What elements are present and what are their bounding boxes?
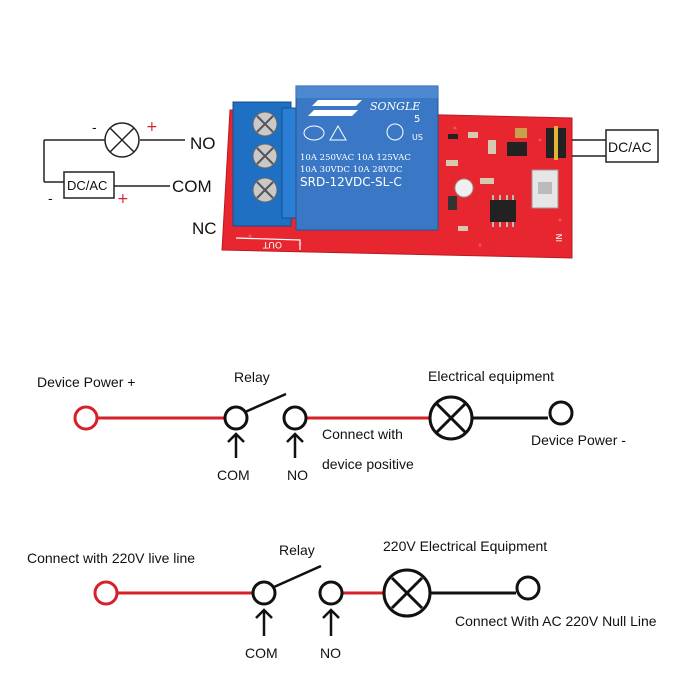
cert-mark: US: [412, 133, 423, 142]
relay-rating-2: 10A 30VDC 10A 28VDC: [300, 165, 403, 175]
top-left-wiring: [43, 139, 185, 187]
silk-in: IN: [555, 234, 564, 242]
songle-logo-icon: [308, 100, 362, 116]
dc-ac-source-left: DC/AC: [63, 171, 115, 199]
label-nc: NC: [192, 219, 217, 238]
source-plus: +: [117, 191, 129, 207]
relay-rating-1: 10A 250VAC 10A 125VAC: [300, 153, 411, 163]
d1-no-arrow-icon: [286, 432, 304, 458]
d1-com-terminal: [223, 405, 249, 431]
lamp-minus: -: [92, 121, 97, 136]
d1-connect-line1: Connect with: [322, 426, 403, 442]
d2-null-terminal: [515, 575, 541, 601]
d1-switch-arm: [244, 392, 287, 414]
d2-com-terminal: [251, 580, 277, 606]
certification-icons: [303, 123, 404, 141]
svg-text:DC/AC: DC/AC: [608, 139, 652, 155]
d1-com-arrow-icon: [227, 432, 245, 458]
relay-model: SRD-12VDC-SL-C: [300, 175, 402, 189]
ic-chip: [490, 195, 516, 227]
relay-brand: SONGLE: [370, 100, 420, 113]
d2-relay-label: Relay: [279, 542, 315, 558]
lamp-icon: [104, 122, 140, 158]
d2-no-label: NO: [320, 645, 341, 661]
d2-no-terminal: [318, 580, 344, 606]
d1-com-label: COM: [217, 467, 250, 483]
d1-power-minus: Device Power -: [531, 432, 626, 448]
relay-module-section: - + DC/AC - + NO COM NC OUT IN: [43, 85, 659, 259]
d1-relay-label: Relay: [234, 369, 270, 385]
d2-com-label: COM: [245, 645, 278, 661]
screw-terminal: [232, 101, 299, 227]
wiring-diagram-ac: Connect with 220V live line Relay 220V E…: [27, 538, 657, 661]
relay-component: SONGLE 5 US 10A 250VAC 10A 125VAC 10A 30…: [295, 85, 439, 231]
d2-live-terminal: [93, 580, 119, 606]
d2-com-arrow-icon: [255, 608, 273, 636]
d2-switch-arm: [273, 564, 322, 589]
relay-board: OUT IN: [221, 85, 573, 259]
d1-power-minus-terminal: [548, 400, 574, 426]
wiring-diagram-dc: Device Power + Relay Electrical equipmen…: [37, 368, 626, 483]
d2-no-arrow-icon: [322, 608, 340, 636]
label-com: COM: [172, 177, 212, 196]
lamp-plus: +: [146, 119, 158, 135]
d1-equipment-label: Electrical equipment: [428, 368, 554, 384]
source-minus: -: [48, 192, 53, 207]
label-no: NO: [190, 134, 216, 153]
dc-ac-source-right: DC/AC: [605, 129, 659, 163]
d2-equipment-label: 220V Electrical Equipment: [383, 538, 547, 554]
d1-lamp-icon: [428, 395, 474, 441]
silk-out: OUT: [262, 239, 282, 249]
d1-no-terminal: [282, 405, 308, 431]
svg-text:DC/AC: DC/AC: [67, 178, 107, 193]
d1-power-plus: Device Power +: [37, 374, 135, 390]
d2-lamp-icon: [382, 568, 432, 618]
d2-live-line-label: Connect with 220V live line: [27, 550, 195, 566]
d2-null-line-label: Connect With AC 220V Null Line: [455, 613, 657, 629]
d1-connect-line2: device positive: [322, 456, 414, 472]
header-pins: [546, 126, 566, 160]
smd-components: [446, 128, 527, 231]
pin-count: 5: [414, 114, 420, 125]
jumper-switch: [531, 169, 559, 209]
right-wiring: [572, 139, 606, 157]
d1-no-label: NO: [287, 467, 308, 483]
d1-power-plus-terminal: [73, 405, 99, 431]
